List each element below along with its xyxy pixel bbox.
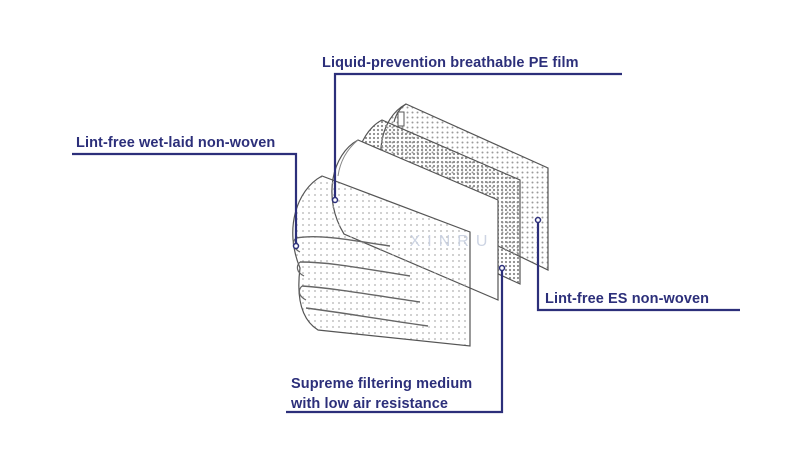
- leader-line-wet-laid: [72, 152, 298, 246]
- leader-lines: [72, 72, 740, 414]
- label-es-nonwoven: Lint-free ES non-woven: [545, 291, 710, 307]
- leader-endpoints: [292, 196, 542, 272]
- label-wet-laid: Lint-free wet-laid non-woven: [76, 135, 276, 151]
- label-filter-line1: Supreme filtering medium: [291, 376, 473, 392]
- leader-line-es: [536, 220, 740, 312]
- label-filter-medium: Supreme filtering medium with low air re…: [291, 374, 472, 414]
- layer-wet-laid: [292, 175, 471, 347]
- label-filter-line2: with low air resistance: [291, 396, 449, 412]
- label-pe-film: Liquid-prevention breathable PE film: [322, 55, 579, 71]
- watermark-text: XINRU: [410, 233, 495, 250]
- leader-line-filter: [286, 268, 504, 414]
- leader-line-pe-film: [333, 72, 622, 200]
